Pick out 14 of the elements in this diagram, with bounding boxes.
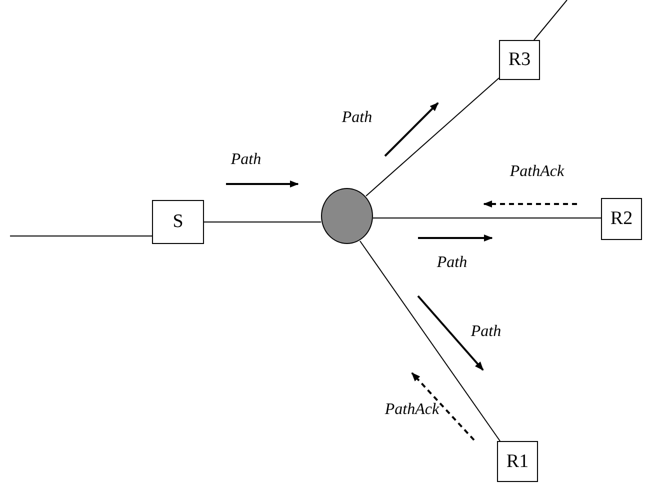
router-box: R2 (601, 198, 642, 240)
message-label: Path (342, 109, 372, 127)
message-label: Path (230, 151, 262, 169)
message-label: PathAck (510, 163, 564, 181)
router-box: R1 (497, 441, 538, 482)
connector-line (534, 0, 568, 40)
junction-ellipse (321, 188, 373, 244)
connector-line (360, 240, 500, 442)
connector-line (366, 78, 500, 196)
message-label: Path (470, 323, 502, 341)
message-label: Path (436, 254, 468, 272)
router-box: R3 (499, 40, 540, 80)
router-box: S (152, 200, 204, 244)
message-label: PathAck (384, 401, 440, 419)
